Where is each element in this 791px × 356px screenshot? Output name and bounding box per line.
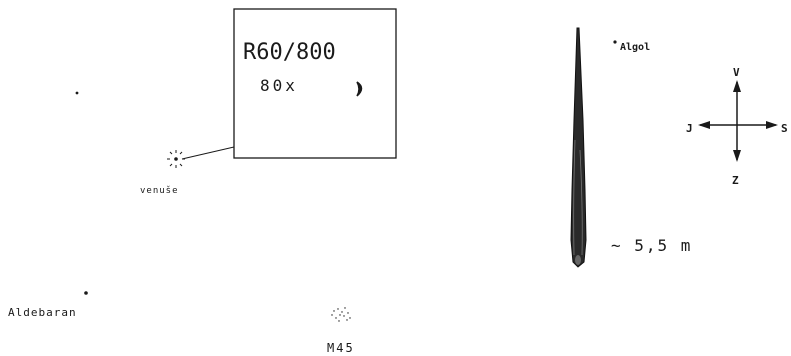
algol-label: Algol [620, 42, 651, 53]
venus-sparkle-icon [167, 150, 185, 168]
aldebaran-label: Aldebaran [8, 306, 77, 319]
compass-east-label: S [781, 122, 788, 135]
telescope-label: R60/800 [243, 40, 336, 65]
compass-arrowheads [698, 80, 778, 162]
field-star [75, 91, 79, 95]
algol-star [613, 40, 617, 44]
magnification-label: 80x [260, 76, 298, 95]
m45-label: M45 [327, 341, 355, 355]
telescope-view-box [233, 8, 397, 159]
venus-crescent-icon [356, 81, 363, 97]
comet-tail-length-label: ~ 5,5 m [611, 236, 693, 255]
connector-line [181, 146, 235, 160]
compass-south-label: Z [732, 174, 739, 187]
comet-icon [570, 27, 587, 268]
aldebaran-star [84, 291, 88, 295]
compass-north-label: V [733, 66, 740, 79]
compass-cross [700, 82, 776, 160]
venus-label: venuše [140, 186, 179, 196]
pleiades-cluster-icon [331, 307, 351, 322]
compass-west-label: J [686, 122, 693, 135]
